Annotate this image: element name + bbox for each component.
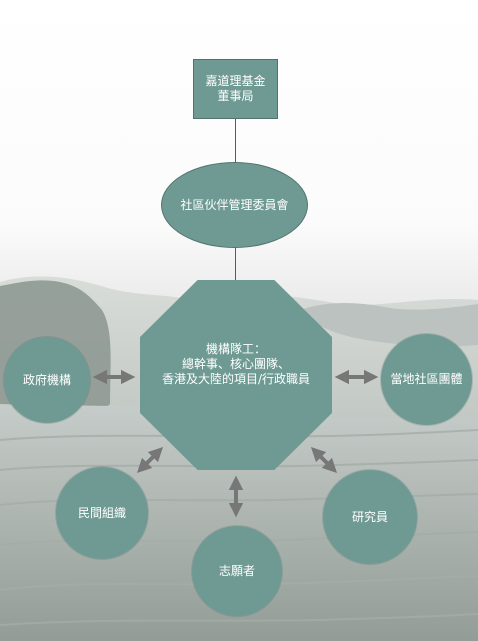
- board-node: 嘉道理基金 董事局: [193, 59, 278, 119]
- government-label: 政府機構: [22, 372, 71, 387]
- committee-node: 社區伙伴管理委員會: [161, 162, 308, 248]
- researchers-node: 研究員: [323, 470, 417, 564]
- volunteers-label: 志願者: [218, 563, 255, 578]
- arrow-division-researchers: [310, 446, 338, 474]
- committee-label: 社區伙伴管理委員會: [180, 197, 289, 212]
- local-groups-node: 當地社區團體: [381, 334, 472, 425]
- civil-groups-node: 民間組織: [56, 467, 148, 559]
- researchers-label: 研究員: [351, 509, 388, 524]
- division-label: 機構隊工： 總幹事、核心團隊、 香港及大陸的項目/行政職員: [161, 341, 311, 386]
- board-label: 嘉道理基金 董事局: [205, 74, 266, 103]
- board-committee-line: [235, 119, 236, 163]
- division-node: 機構隊工： 總幹事、核心團隊、 香港及大陸的項目/行政職員: [140, 280, 332, 470]
- civil-groups-label: 民間組織: [77, 505, 126, 520]
- local-groups-label: 當地社區團體: [390, 372, 463, 386]
- arrow-division-civil-groups: [136, 446, 164, 474]
- volunteers-node: 志願者: [192, 526, 282, 616]
- committee-division-line: [235, 248, 236, 281]
- government-node: 政府機構: [4, 337, 90, 423]
